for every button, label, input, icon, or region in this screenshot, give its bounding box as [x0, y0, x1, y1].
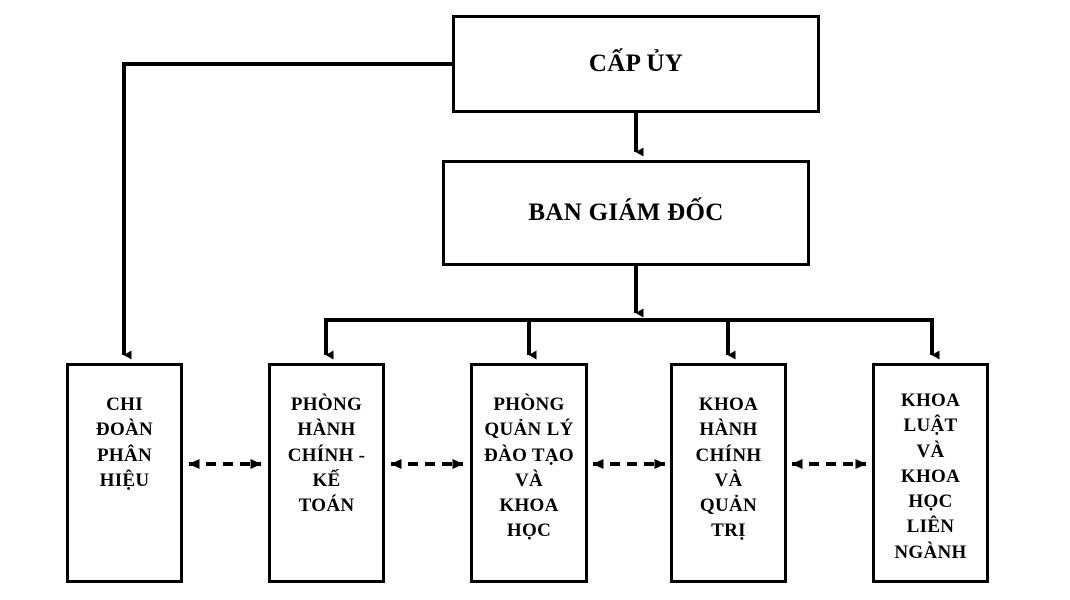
node-label-line: LUẬT: [903, 415, 958, 437]
node-label-line: CHI: [106, 394, 143, 415]
node-cap-uy-label: CẤP ỦY: [588, 49, 684, 77]
node-label-line: HỌC: [506, 520, 552, 542]
node-label-line: ĐOÀN: [95, 419, 154, 441]
node-phong-quan-ly-dao-tao-va-khoa-hoc[interactable]: PHÒNG QUẢN LÝ ĐÀO TẠO VÀ KHOA HỌC: [470, 363, 588, 583]
node-khoa-hanh-chinh-va-quan-tri[interactable]: KHOA HÀNH CHÍNH VÀ QUẢN TRỊ: [670, 363, 787, 583]
node-label-line: PHÂN: [96, 444, 153, 466]
node-khoa-luat-va-khoa-hoc-lien-nganh[interactable]: KHOA LUẬT VÀ KHOA HỌC LIÊN NGÀNH: [872, 363, 989, 583]
node-label-line: KHOA: [900, 390, 961, 411]
connector-cap-uy-to-chi-doan-phan-hieu: [122, 62, 452, 360]
node-label-line: PHÒNG: [493, 394, 565, 415]
node-label-line: KẾ: [312, 469, 341, 491]
node-phong-hanh-chinh-ke-toan-label: PHÒNG HÀNH CHÍNH - KẾ TOÁN: [271, 392, 382, 518]
node-label-line: LIÊN: [906, 516, 955, 538]
node-label-line: KHOA: [900, 465, 961, 487]
node-ban-giam-doc[interactable]: BAN GIÁM ĐỐC: [442, 160, 810, 266]
node-chi-doan-phan-hieu-label: CHI ĐOÀN PHÂN HIỆU: [69, 392, 180, 493]
node-label-line: CHÍNH -: [287, 444, 366, 466]
node-ban-giam-doc-label: BAN GIÁM ĐỐC: [528, 198, 724, 226]
node-label-line: TOÁN: [298, 495, 355, 517]
node-label-line: HỌC: [908, 491, 953, 513]
node-khoa-luat-va-khoa-hoc-lien-nganh-label: KHOA LUẬT VÀ KHOA HỌC LIÊN NGÀNH: [875, 388, 986, 565]
node-label-line: KHOA: [499, 495, 559, 517]
node-label-line: HIỆU: [99, 469, 150, 491]
node-label-line: TRỊ: [711, 520, 746, 542]
node-chi-doan-phan-hieu[interactable]: CHI ĐOÀN PHÂN HIỆU: [66, 363, 183, 583]
node-label-line: VÀ: [514, 469, 544, 491]
node-label-line: KHOA: [698, 394, 759, 415]
node-phong-hanh-chinh-ke-toan[interactable]: PHÒNG HÀNH CHÍNH - KẾ TOÁN: [268, 363, 385, 583]
node-label-line: NGÀNH: [894, 541, 967, 563]
node-label-line: VÀ: [916, 440, 945, 462]
node-label-line: QUẢN LÝ: [484, 419, 574, 441]
node-label-line: CHÍNH: [695, 444, 762, 466]
node-khoa-hanh-chinh-va-quan-tri-label: KHOA HÀNH CHÍNH VÀ QUẢN TRỊ: [673, 392, 784, 544]
node-label-line: HÀNH: [699, 419, 758, 441]
node-cap-uy[interactable]: CẤP ỦY: [452, 15, 820, 113]
node-label-line: HÀNH: [297, 419, 356, 441]
node-label-line: ĐÀO TẠO: [484, 444, 574, 466]
node-label-line: PHÒNG: [290, 394, 363, 415]
node-phong-quan-ly-dao-tao-va-khoa-hoc-label: PHÒNG QUẢN LÝ ĐÀO TẠO VÀ KHOA HỌC: [473, 392, 585, 544]
node-label-line: VÀ: [714, 469, 743, 491]
node-label-line: QUẢN: [699, 495, 758, 517]
